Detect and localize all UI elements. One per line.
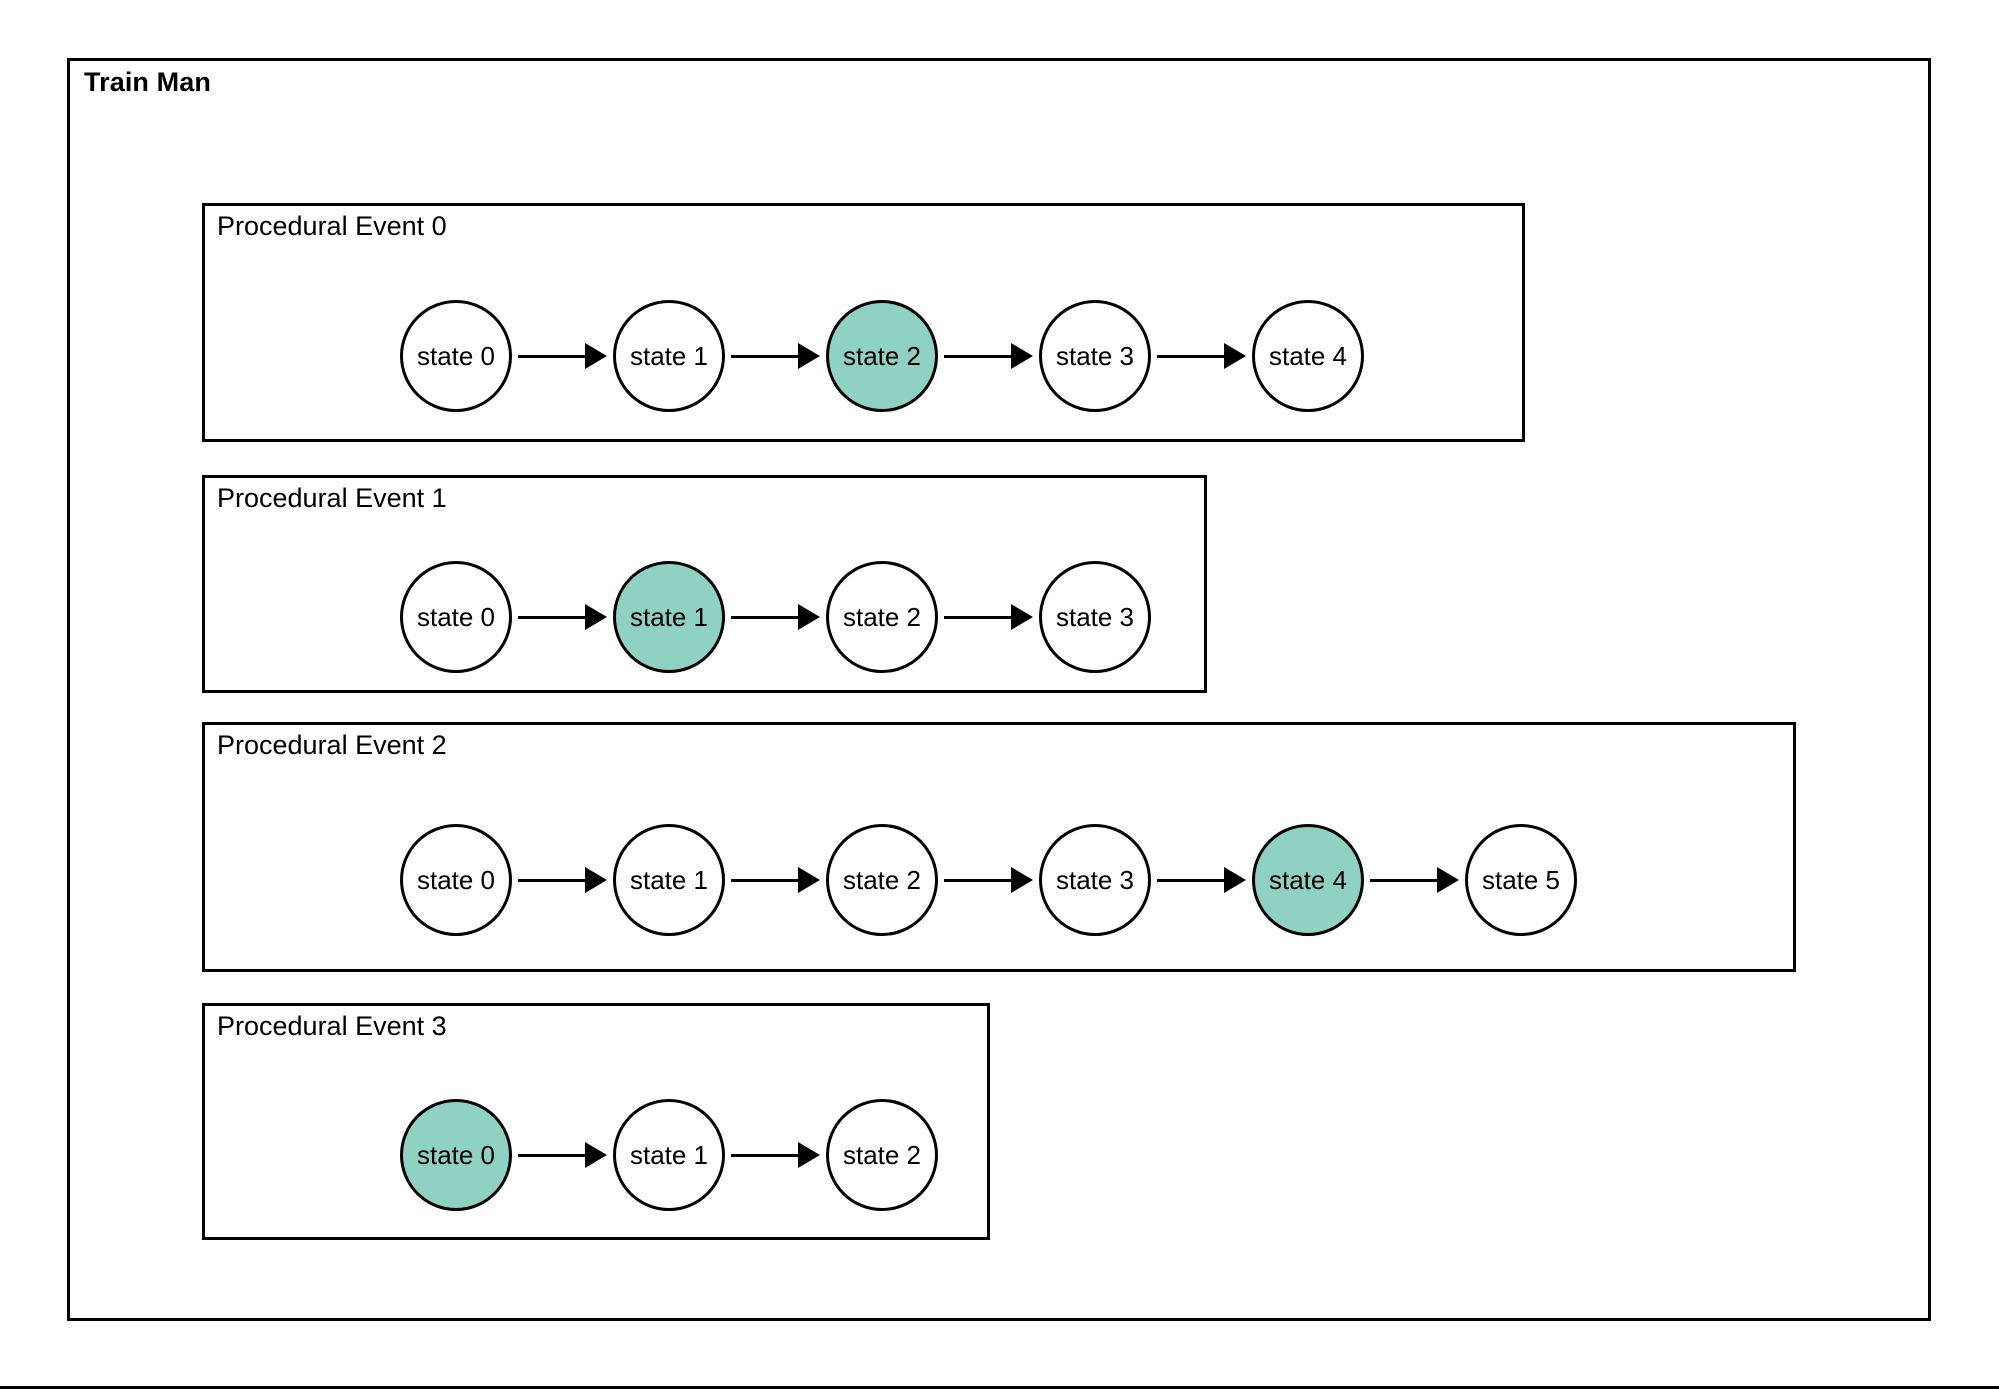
transition-edge: [731, 879, 798, 882]
arrow-head-icon: [798, 604, 820, 630]
arrow-head-icon: [1437, 867, 1459, 893]
transition-edge: [944, 616, 1011, 619]
arrow-head-icon: [1011, 343, 1033, 369]
state-node[interactable]: state 4: [1252, 300, 1364, 412]
transition-edge: [518, 1154, 585, 1157]
arrow-head-icon: [798, 867, 820, 893]
procedural-event-label: Procedural Event 2: [217, 730, 447, 760]
arrow-head-icon: [585, 343, 607, 369]
arrow-head-icon: [798, 1142, 820, 1168]
state-node[interactable]: state 1: [613, 300, 725, 412]
state-node[interactable]: state 1: [613, 824, 725, 936]
page-bottom-rule: [0, 1386, 1999, 1389]
procedural-event-label: Procedural Event 1: [217, 483, 447, 513]
transition-edge: [944, 355, 1011, 358]
arrow-head-icon: [585, 604, 607, 630]
state-node[interactable]: state 1: [613, 1099, 725, 1211]
state-node[interactable]: state 3: [1039, 561, 1151, 673]
procedural-event-group: Procedural Event 3 state 0 state 1 state 2: [202, 1003, 990, 1240]
state-node[interactable]: state 0: [400, 300, 512, 412]
state-node[interactable]: state 0: [400, 824, 512, 936]
state-node[interactable]: state 0: [400, 561, 512, 673]
state-node[interactable]: state 5: [1465, 824, 1577, 936]
transition-edge: [518, 616, 585, 619]
state-node-highlighted[interactable]: state 4: [1252, 824, 1364, 936]
transition-edge: [1157, 355, 1224, 358]
state-node[interactable]: state 2: [826, 824, 938, 936]
arrow-head-icon: [798, 343, 820, 369]
transition-edge: [1157, 879, 1224, 882]
procedural-event-group: Procedural Event 2 state 0 state 1 state 2 s…: [202, 722, 1796, 972]
transition-edge: [731, 355, 798, 358]
state-node-highlighted[interactable]: state 2: [826, 300, 938, 412]
transition-edge: [731, 1154, 798, 1157]
page-title: Train Man: [84, 67, 211, 97]
state-node[interactable]: state 2: [826, 561, 938, 673]
procedural-event-label: Procedural Event 3: [217, 1011, 447, 1041]
transition-edge: [518, 879, 585, 882]
transition-edge: [944, 879, 1011, 882]
arrow-head-icon: [1224, 867, 1246, 893]
arrow-head-icon: [1224, 343, 1246, 369]
arrow-head-icon: [585, 867, 607, 893]
state-node[interactable]: state 3: [1039, 300, 1151, 412]
transition-edge: [518, 355, 585, 358]
state-node-highlighted[interactable]: state 0: [400, 1099, 512, 1211]
arrow-head-icon: [1011, 867, 1033, 893]
procedural-event-group: Procedural Event 1 state 0 state 1 state 2 s…: [202, 475, 1207, 693]
transition-edge: [731, 616, 798, 619]
state-node[interactable]: state 2: [826, 1099, 938, 1211]
state-node[interactable]: state 3: [1039, 824, 1151, 936]
arrow-head-icon: [585, 1142, 607, 1168]
arrow-head-icon: [1011, 604, 1033, 630]
procedural-event-label: Procedural Event 0: [217, 211, 447, 241]
procedural-event-group: Procedural Event 0 state 0 state 1 state 2 s…: [202, 203, 1525, 442]
transition-edge: [1370, 879, 1437, 882]
state-node-highlighted[interactable]: state 1: [613, 561, 725, 673]
